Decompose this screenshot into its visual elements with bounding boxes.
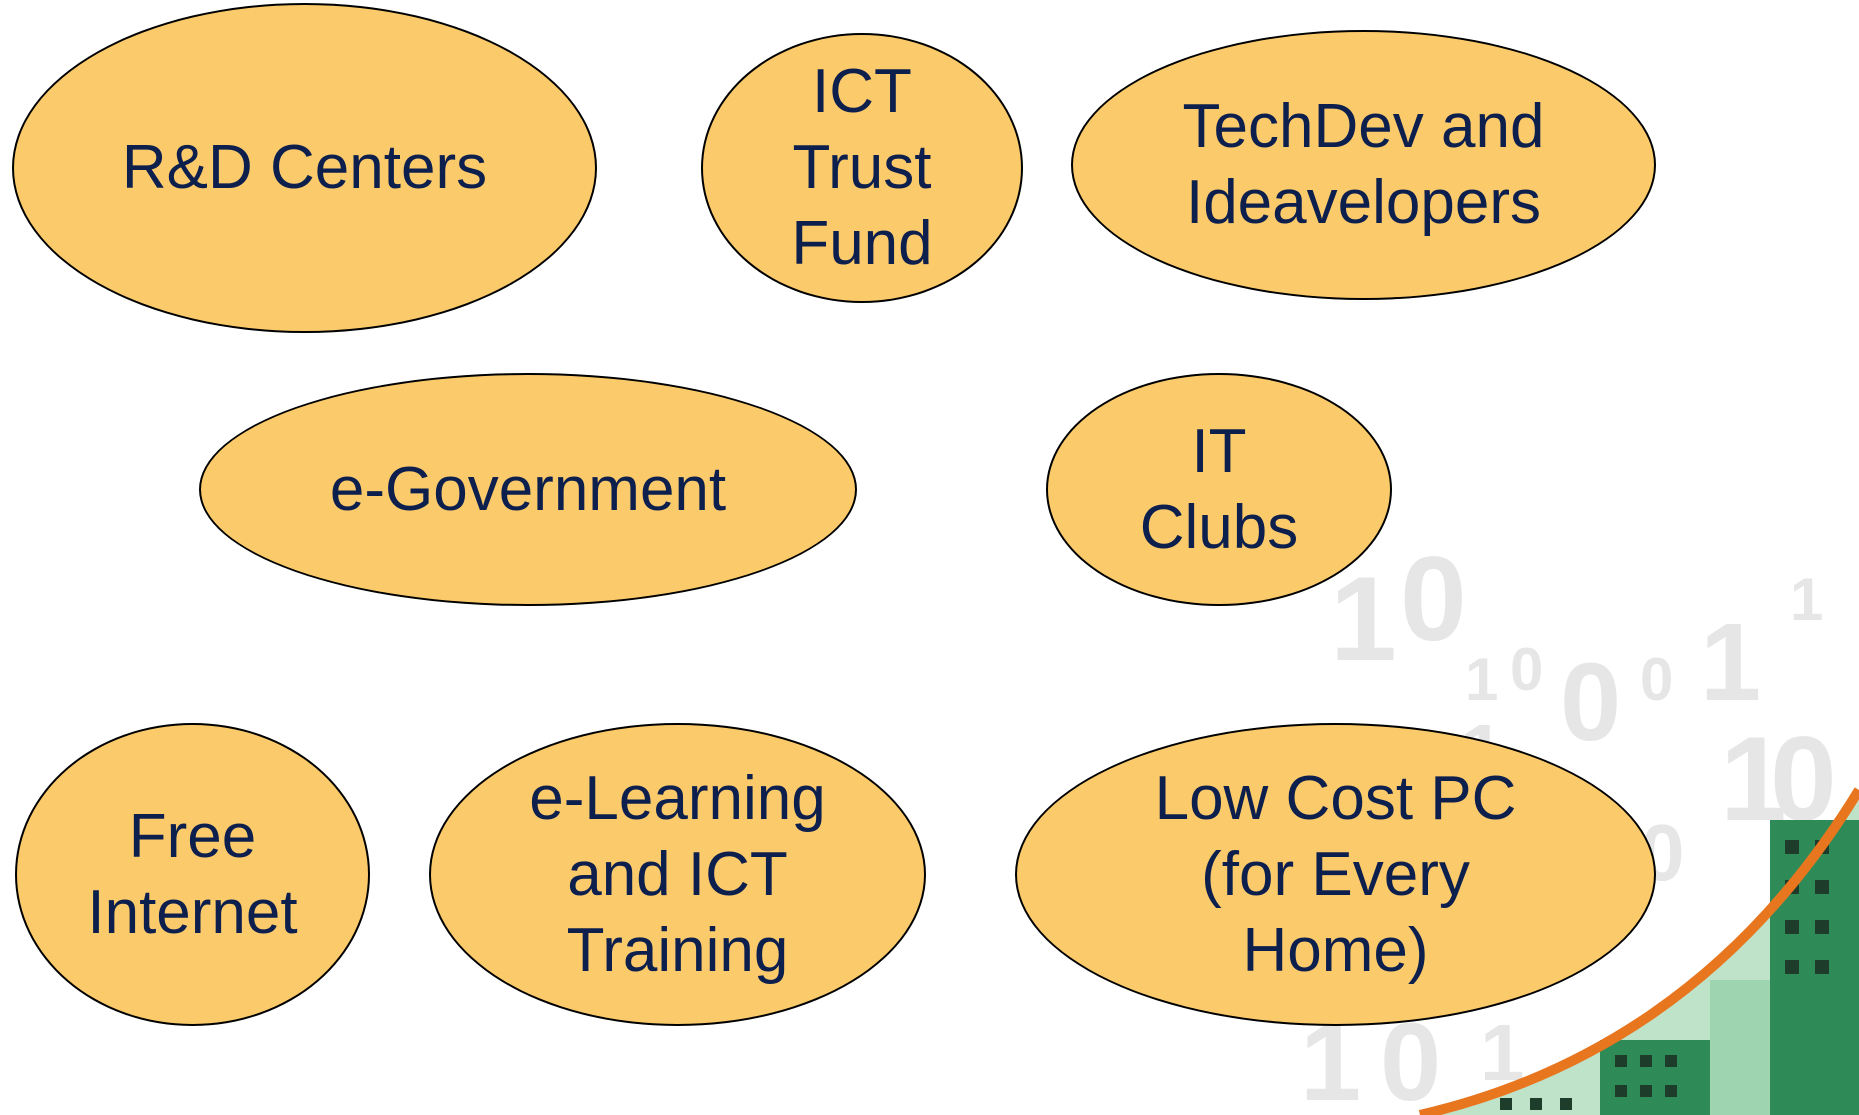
watermark-digit: 1 xyxy=(1790,566,1823,633)
watermark-digit: 0 xyxy=(1560,641,1621,764)
watermark-digit: 1 xyxy=(1465,646,1498,713)
watermark-digit: 0 xyxy=(1770,712,1837,846)
bubble-label: Free Internet xyxy=(87,801,298,947)
watermark-digit: 0 xyxy=(1640,646,1673,713)
bubble-label: ICT Trust Fund xyxy=(791,57,933,278)
bubble-rd-centers: R&D Centers xyxy=(12,3,597,333)
bubble-it-clubs: IT Clubs xyxy=(1046,373,1392,606)
bubble-label: e-Government xyxy=(329,454,727,524)
bubble-label: IT Clubs xyxy=(1139,416,1299,562)
building-block xyxy=(1600,1040,1710,1115)
bubble-free-internet: Free Internet xyxy=(15,723,370,1026)
watermark-digit: 1 xyxy=(1480,1008,1525,1097)
bubble-label: TechDev and Ideavelopers xyxy=(1182,92,1545,237)
bubble-e-learning: e-Learning and ICT Training xyxy=(429,723,926,1026)
building-tower xyxy=(1770,820,1859,1115)
watermark-digit: 0 xyxy=(1510,636,1543,703)
bubble-label: e-Learning and ICT Training xyxy=(529,763,826,985)
bubble-label: Low Cost PC (for Every Home) xyxy=(1154,763,1517,985)
watermark-digit: 0 xyxy=(1400,532,1467,666)
bubble-label: R&D Centers xyxy=(121,133,488,202)
watermark-digit: 1 xyxy=(1700,601,1761,724)
watermark-digit: 1 xyxy=(1720,712,1787,846)
bubble-techdev-ideavelopers: TechDev and Ideavelopers xyxy=(1071,30,1656,300)
bubble-e-government: e-Government xyxy=(199,373,857,606)
building-block xyxy=(1710,980,1770,1115)
bubble-low-cost-pc: Low Cost PC (for Every Home) xyxy=(1015,723,1656,1026)
bubble-ict-trust-fund: ICT Trust Fund xyxy=(701,33,1023,303)
